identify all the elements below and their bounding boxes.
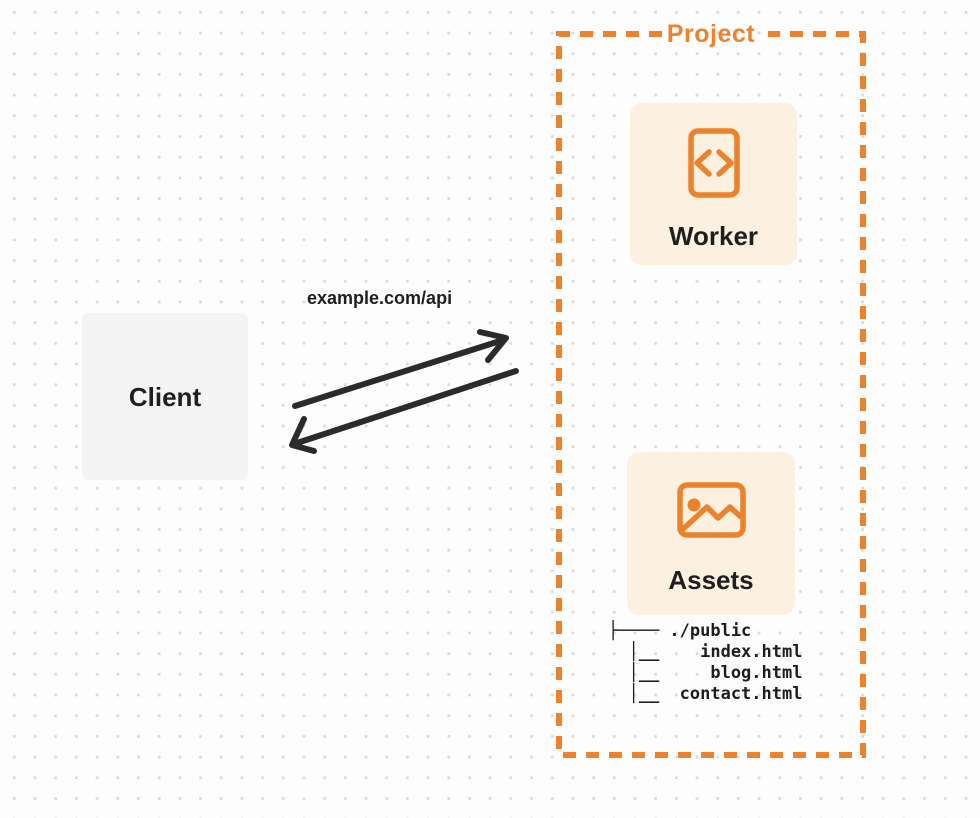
assets-node: Assets bbox=[627, 452, 795, 615]
response-arrow bbox=[289, 368, 519, 454]
image-icon bbox=[676, 482, 746, 538]
client-node: Client bbox=[82, 313, 248, 480]
project-label: Project bbox=[666, 20, 756, 48]
client-label: Client bbox=[128, 381, 202, 412]
worker-label: Worker bbox=[668, 221, 759, 251]
request-url-label: example.com/api bbox=[307, 288, 453, 308]
project-boundary bbox=[556, 31, 866, 758]
assets-file-tree: ├──── ./public │__ index.html │__ blog.h… bbox=[608, 621, 803, 704]
request-arrow bbox=[292, 329, 509, 409]
code-file-icon bbox=[687, 128, 740, 198]
worker-node: Worker bbox=[630, 103, 797, 265]
assets-label: Assets bbox=[668, 565, 754, 595]
